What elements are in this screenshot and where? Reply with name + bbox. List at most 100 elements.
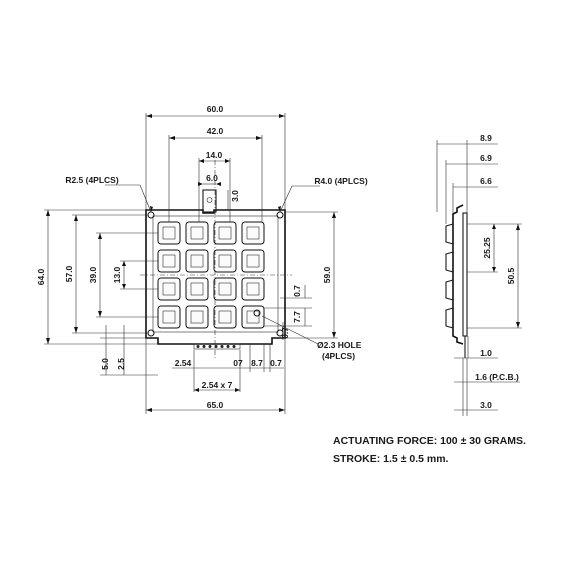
dim-07-low: 0.7 bbox=[280, 322, 290, 340]
key-r2c1 bbox=[157, 249, 181, 273]
corner-hole-tr bbox=[276, 211, 284, 219]
force-note: ACTUATING FORCE: 100 ± 30 GRAMS. bbox=[333, 435, 526, 447]
hole-label: Ø2.3 HOLE bbox=[317, 340, 362, 350]
dim-pcb: 1.6 (P.C.B.) bbox=[454, 372, 520, 383]
stroke-value: 0.5 mm. bbox=[409, 453, 448, 465]
dim-57-label: 57.0 bbox=[64, 265, 74, 282]
stroke-label: STROKE: 1.5 bbox=[333, 453, 398, 465]
dim-6: 6.0 bbox=[198, 173, 221, 186]
dim-66-label: 6.6 bbox=[480, 176, 492, 186]
side-pcb bbox=[462, 212, 468, 337]
dim-39-label: 39.0 bbox=[88, 266, 98, 283]
dim-13: 13.0 bbox=[112, 260, 158, 290]
dim-25: 2.5 bbox=[116, 325, 126, 375]
dim-65-label: 65.0 bbox=[207, 400, 224, 410]
dim-30-label: 3.0 bbox=[480, 400, 492, 410]
dim-14-label: 14.0 bbox=[206, 150, 223, 160]
pin-07b-label: 0.7 bbox=[270, 358, 282, 368]
dim-89-label: 8.9 bbox=[480, 133, 492, 143]
force-label: ACTUATING FORCE: 100 bbox=[333, 435, 458, 447]
dim-77-label: 7.7 bbox=[292, 311, 302, 323]
dim-59: 59.0 bbox=[285, 211, 338, 339]
hole-count: (4PLCS) bbox=[322, 351, 355, 361]
radius-right-label: R4.0 (4PLCS) bbox=[314, 176, 368, 186]
pitch-label: 2.54 x 7 bbox=[202, 380, 233, 390]
dim-505: 50.5 bbox=[467, 223, 522, 329]
dim-14: 14.0 bbox=[198, 150, 231, 222]
callout-r25: R2.5 (4PLCS) bbox=[65, 175, 153, 213]
key-r2c2 bbox=[185, 249, 209, 273]
key-r3c2 bbox=[185, 277, 209, 301]
dim-57: 57.0 bbox=[64, 214, 148, 334]
key-r2c4 bbox=[241, 249, 265, 273]
dim-77: 7.7 bbox=[264, 307, 312, 327]
dim-5-label: 5.0 bbox=[100, 358, 110, 370]
dim-3-label: 3.0 bbox=[230, 190, 240, 202]
top-tab bbox=[202, 189, 217, 213]
connector-pins bbox=[193, 343, 241, 350]
dim-pitch: 2.54 x 7 bbox=[193, 372, 241, 392]
key-r3c4 bbox=[241, 277, 265, 301]
dim-pin-row: 2.54 07 8.7 0.7 bbox=[172, 344, 284, 372]
pin-07a-label: 07 bbox=[233, 358, 243, 368]
key-r1c3 bbox=[213, 221, 237, 245]
callout-r40: R4.0 (4PLCS) bbox=[278, 176, 368, 213]
side-body-profile bbox=[452, 204, 464, 345]
stroke-plusminus: ± bbox=[401, 453, 407, 465]
inner-bezel bbox=[152, 215, 279, 333]
dim-89: 8.9 bbox=[436, 133, 498, 212]
dim-2525: 25.25 bbox=[467, 223, 498, 273]
dim-60: 60.0 bbox=[145, 104, 286, 210]
key-r3c1 bbox=[157, 277, 181, 301]
key-r1c4 bbox=[241, 221, 265, 245]
dim-59-label: 59.0 bbox=[322, 266, 332, 283]
force-plusminus: ± bbox=[461, 435, 467, 447]
dim-505-label: 50.5 bbox=[506, 267, 516, 284]
dim-39: 39.0 bbox=[88, 232, 158, 318]
dim-64: 64.0 bbox=[36, 209, 158, 345]
force-value: 30 GRAMS. bbox=[469, 435, 526, 447]
key-r4c3 bbox=[213, 305, 237, 329]
dim-60-label: 60.0 bbox=[207, 104, 224, 114]
dim-pcb-label: 1.6 (P.C.B.) bbox=[475, 372, 519, 382]
side-view: 8.9 6.9 6.6 25.25 50.5 bbox=[436, 133, 522, 416]
key-r2c3 bbox=[213, 249, 237, 273]
dim-07-right: 0.7 bbox=[280, 285, 312, 299]
front-view: 60.0 42.0 14.0 6.0 3.0 bbox=[36, 104, 368, 414]
dim-07-low-label: 0.7 bbox=[280, 327, 290, 339]
dim-65: 65.0 bbox=[145, 338, 286, 414]
dim-10-label: 1.0 bbox=[480, 348, 492, 358]
spec-notes: ACTUATING FORCE: 100 ± 30 GRAMS. STROKE:… bbox=[333, 435, 526, 465]
dim-69-label: 6.9 bbox=[480, 153, 492, 163]
stroke-note: STROKE: 1.5 ± 0.5 mm. bbox=[333, 453, 449, 465]
key-r1c1 bbox=[157, 221, 181, 245]
dim-6-label: 6.0 bbox=[206, 173, 218, 183]
key-r1c2 bbox=[185, 221, 209, 245]
dim-13-label: 13.0 bbox=[112, 266, 122, 283]
callout-hole: Ø2.3 HOLE (4PLCS) bbox=[253, 309, 362, 361]
pin-87-label: 8.7 bbox=[251, 358, 263, 368]
dim-3: 3.0 bbox=[227, 190, 240, 210]
key-r4c4 bbox=[241, 305, 265, 329]
radius-corner-label: R2.5 (4PLCS) bbox=[65, 175, 119, 185]
corner-hole-tl bbox=[147, 211, 155, 219]
key-r4c1 bbox=[157, 305, 181, 329]
dim-10: 1.0 bbox=[454, 348, 498, 416]
dim-66: 6.6 bbox=[452, 140, 498, 214]
key-r4c2 bbox=[185, 305, 209, 329]
dim-2525-label: 25.25 bbox=[482, 237, 492, 259]
dim-5: 5.0 bbox=[100, 325, 158, 376]
dim-07-right-label: 0.7 bbox=[292, 285, 302, 297]
corner-hole-bl bbox=[147, 329, 155, 337]
dim-42-label: 42.0 bbox=[207, 126, 224, 136]
dim-64-label: 64.0 bbox=[36, 268, 46, 285]
side-keys bbox=[445, 223, 454, 329]
tab-hole bbox=[206, 197, 213, 203]
dim-30: 3.0 bbox=[454, 400, 498, 411]
pin-254-label: 2.54 bbox=[175, 358, 192, 368]
dim-69: 6.9 bbox=[445, 153, 498, 224]
dim-25-label: 2.5 bbox=[116, 358, 126, 370]
dim-42: 42.0 bbox=[168, 126, 263, 222]
key-r3c3 bbox=[213, 277, 237, 301]
